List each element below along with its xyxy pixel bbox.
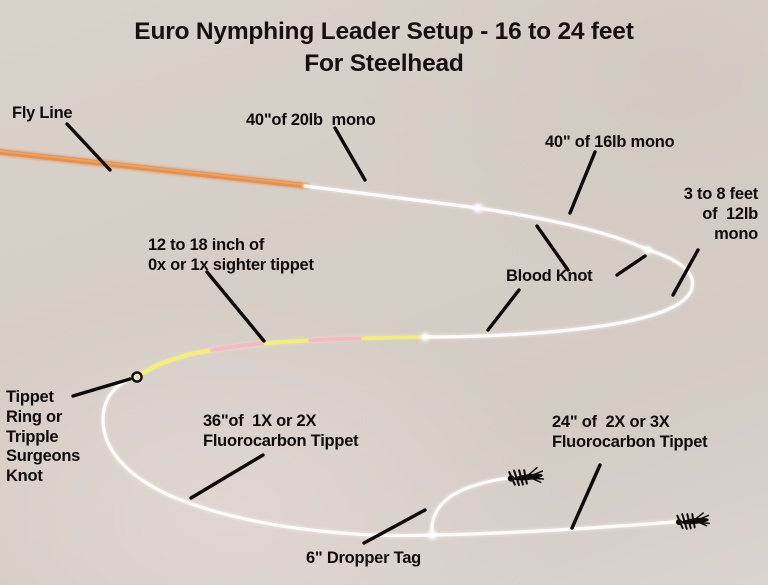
page-title-line-1: Euro Nymphing Leader Setup - 16 to 24 fe…	[134, 18, 634, 45]
pointer-lines	[65, 122, 700, 545]
page-title-line-2: For Steelhead	[304, 50, 464, 77]
label-fluoro-36: 36"of 1X or 2X Fluorocarbon Tippet	[203, 412, 359, 450]
blood-knot-sighter-marker	[420, 332, 430, 342]
blood-knot-upper-marker	[472, 202, 484, 214]
mono-12lb-white	[422, 247, 696, 340]
label-fluoro-24: 24" of 2X or 3X Fluorocarbon Tippet	[552, 413, 708, 451]
label-fly-line: Fly Line	[12, 104, 73, 122]
tippet-ring-marker	[131, 371, 143, 383]
pointer-fluoro-36	[189, 453, 265, 500]
pointer-tippet-ring	[71, 377, 132, 398]
fluorocarbon-tippet-24	[429, 518, 689, 538]
label-blood-knot: Blood Knot	[506, 267, 593, 285]
pointer-fluoro-24	[570, 463, 602, 530]
pointer-mono-12	[671, 248, 700, 297]
pointer-dropper-tag	[362, 508, 427, 545]
fluorocarbon-tippet-36	[99, 374, 435, 539]
sighter-bicolor	[133, 333, 429, 381]
label-mono-12lb: 3 to 8 feet of 12lb mono	[683, 185, 759, 243]
fly-line-orange	[0, 148, 311, 190]
pointer-mono-16	[568, 150, 597, 215]
pointer-fly-line	[65, 122, 112, 172]
label-mono-16lb: 40" of 16lb mono	[545, 133, 675, 151]
label-tippet-ring: Tippet Ring or Tripple Surgeons Knot	[6, 388, 81, 486]
label-mono-20lb: 40"of 20lb mono	[246, 111, 376, 129]
pointer-sighter	[205, 270, 266, 343]
pointer-blood-knot-lower	[486, 288, 521, 332]
blood-knot-right-marker	[643, 245, 653, 255]
mono-20lb-white	[302, 183, 481, 211]
pointer-mono-20	[333, 126, 367, 182]
label-sighter: 12 to 18 inch of 0x or 1x sighter tippet	[148, 236, 314, 274]
pointer-blood-knot-upper	[535, 224, 570, 272]
pointer-blood-knot-right	[615, 254, 647, 277]
nymph-fly-dropper	[507, 466, 545, 487]
label-dropper-tag: 6" Dropper Tag	[306, 549, 421, 567]
mono-16lb-white	[475, 205, 651, 253]
nymph-fly-point	[676, 512, 711, 530]
dropper-junction-marker	[427, 530, 437, 540]
dropper-tag-branch	[428, 474, 522, 538]
